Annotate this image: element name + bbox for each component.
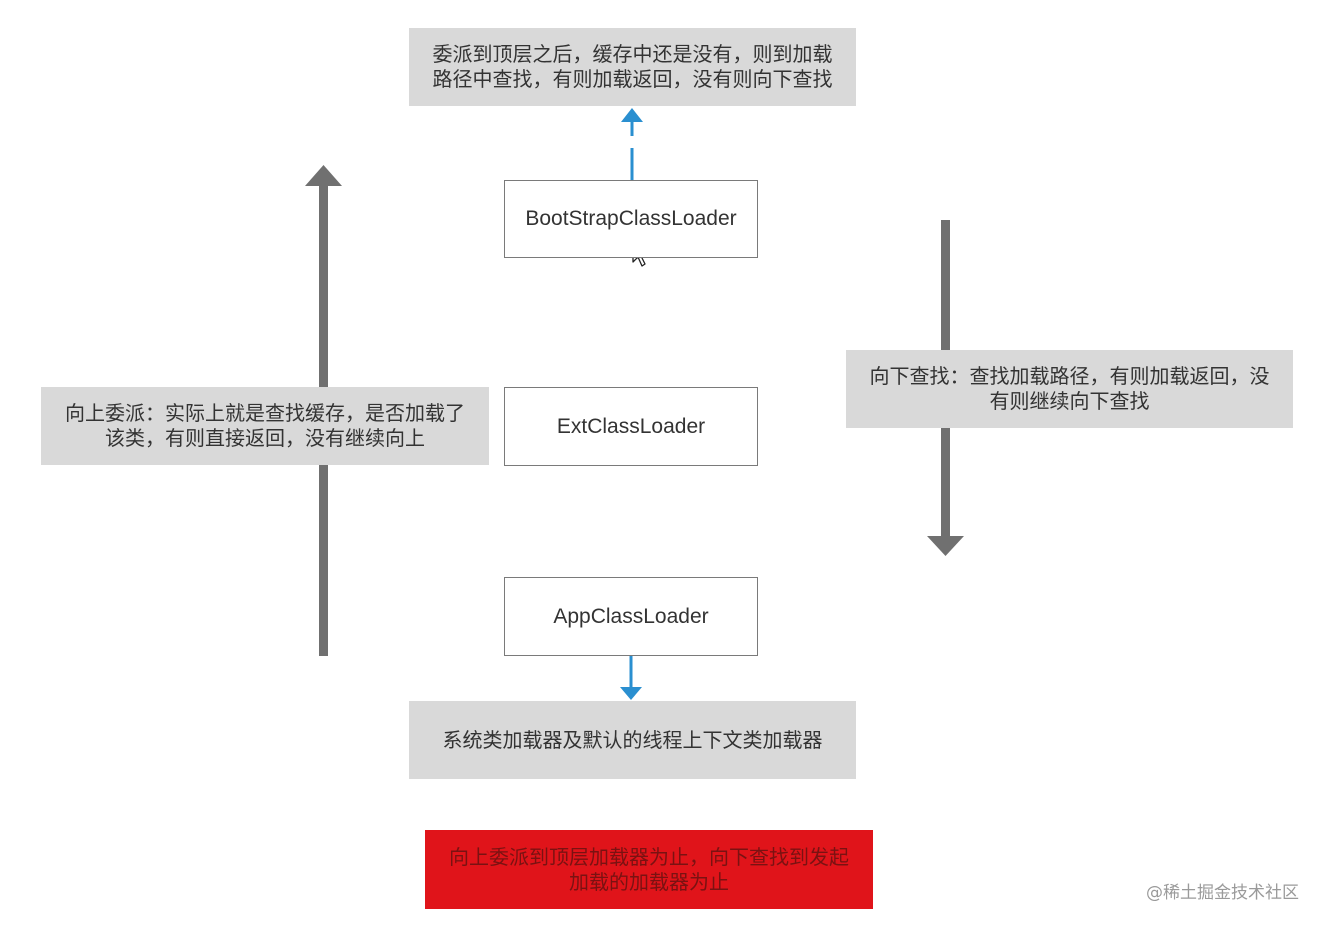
ext-classloader-box: ExtClassLoader [504,387,758,466]
system-classloader-note: 系统类加载器及默认的线程上下文类加载器 [409,701,856,779]
system-classloader-note-text: 系统类加载器及默认的线程上下文类加载器 [442,727,823,752]
delegate-up-note: 向上委派：实际上就是查找缓存，是否加载了 该类，有则直接返回，没有继续向上 [41,387,489,465]
app-classloader-box: AppClassLoader [504,577,758,656]
app-to-bottom-note-arrow [620,656,642,700]
search-down-note-line-2: 有则继续向下查找 [989,389,1150,413]
bootstrap-to-top-note-arrow [621,108,643,180]
delegate-up-note-line-1: 向上委派：实际上就是查找缓存，是否加载了 [65,401,465,425]
delegate-up-note-line-2: 该类，有则直接返回，没有继续向上 [105,426,425,450]
bootstrap-classloader-box: BootStrapClassLoader [504,180,758,258]
watermark: @稀土掘金技术社区 [1146,883,1299,903]
summary-note-line-1: 向上委派到顶层加载器为止，向下查找到发起 [449,844,849,869]
search-down-note-line-1: 向下查找：查找加载路径，有则加载返回，没 [869,364,1270,388]
search-down-note: 向下查找：查找加载路径，有则加载返回，没 有则继续向下查找 [846,350,1293,428]
top-note: 委派到顶层之后，缓存中还是没有，则到加载 路径中查找，有则加载返回，没有则向下查… [409,28,856,106]
top-note-line-2: 路径中查找，有则加载返回，没有则向下查找 [432,67,833,91]
summary-note: 向上委派到顶层加载器为止，向下查找到发起 加载的加载器为止 [425,830,873,909]
top-note-line-1: 委派到顶层之后，缓存中还是没有，则到加载 [432,42,833,66]
summary-note-line-2: 加载的加载器为止 [569,869,729,894]
